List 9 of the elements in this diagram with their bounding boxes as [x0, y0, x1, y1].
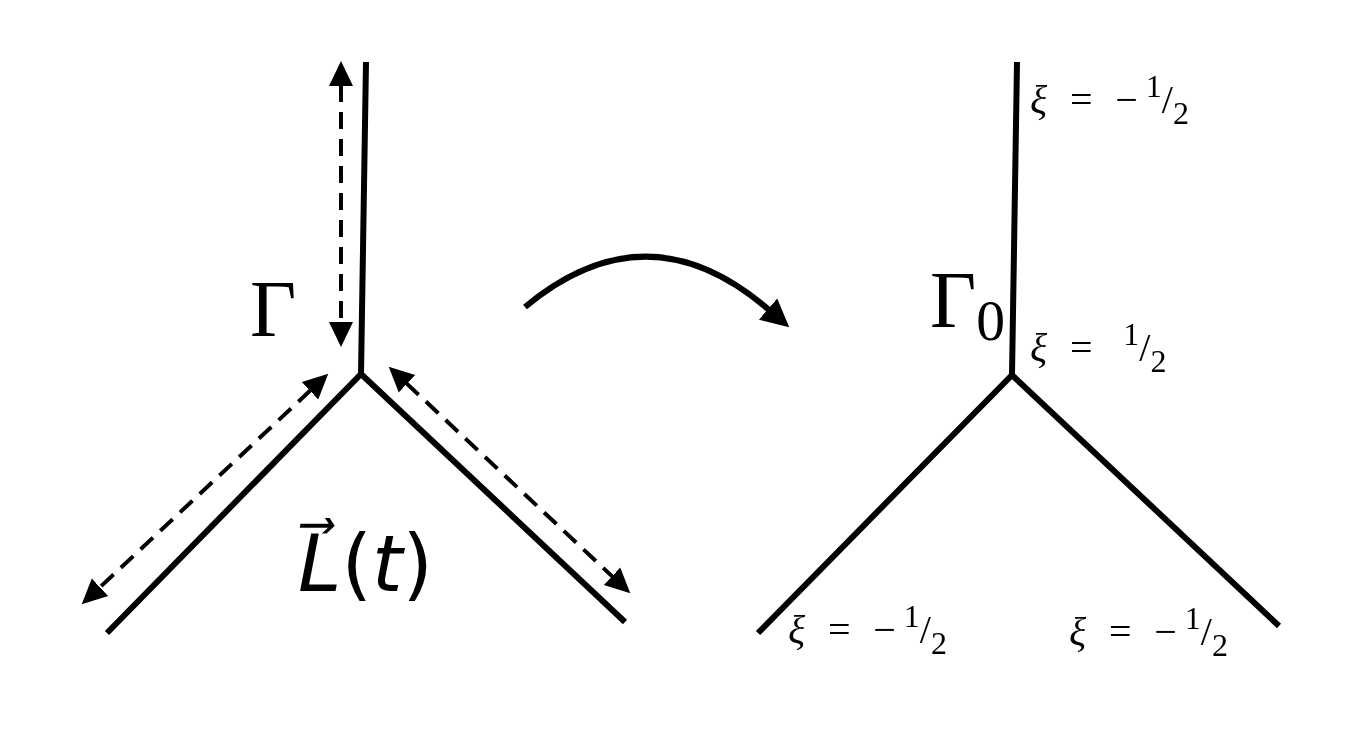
graph-label: Γ$_{0}$ — [930, 260, 1006, 350]
parameter-label: ξ = $^{1}$/$_{2}$ — [1030, 318, 1167, 378]
curved-arrow — [523, 253, 790, 327]
graph-label: Γ — [250, 269, 297, 349]
vector-label: L⃗(t) — [298, 517, 433, 611]
parameter-label: ξ = −$^{1}$/$_{2}$ — [1030, 70, 1189, 130]
star-graph — [104, 59, 628, 636]
parameter-label: ξ = −$^{1}$/$_{2}$ — [788, 600, 947, 660]
parameter-label: ξ = −$^{1}$/$_{2}$ — [1069, 602, 1228, 662]
